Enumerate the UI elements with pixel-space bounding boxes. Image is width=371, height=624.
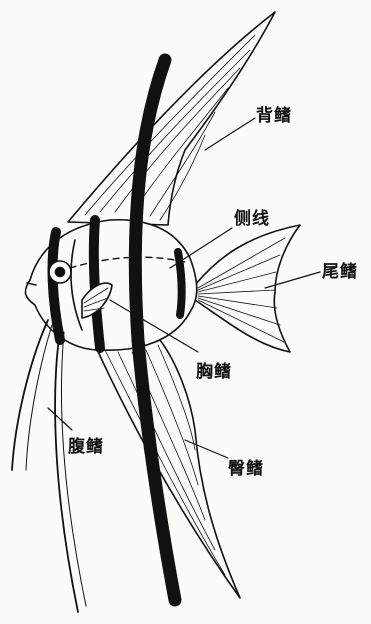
label-lateral-line: 侧线 [234, 204, 270, 229]
pelvic-fin-right [55, 330, 78, 612]
label-caudal-fin: 尾鳍 [322, 257, 358, 282]
dorsal-fin [68, 12, 275, 225]
leader-pelvic [48, 408, 72, 430]
label-pelvic-fin: 腹鳍 [68, 432, 104, 457]
pelvic-fin-left [12, 320, 48, 470]
pelvic-fin-right-inner [62, 332, 86, 606]
eye-pupil [56, 268, 65, 277]
label-dorsal-fin: 背鳍 [256, 101, 292, 126]
leader-dorsal [205, 118, 255, 150]
label-anal-fin: 臀鳍 [228, 454, 264, 479]
label-pectoral-fin: 胸鳍 [196, 357, 232, 382]
pelvic-fin-left-inner [26, 325, 52, 470]
